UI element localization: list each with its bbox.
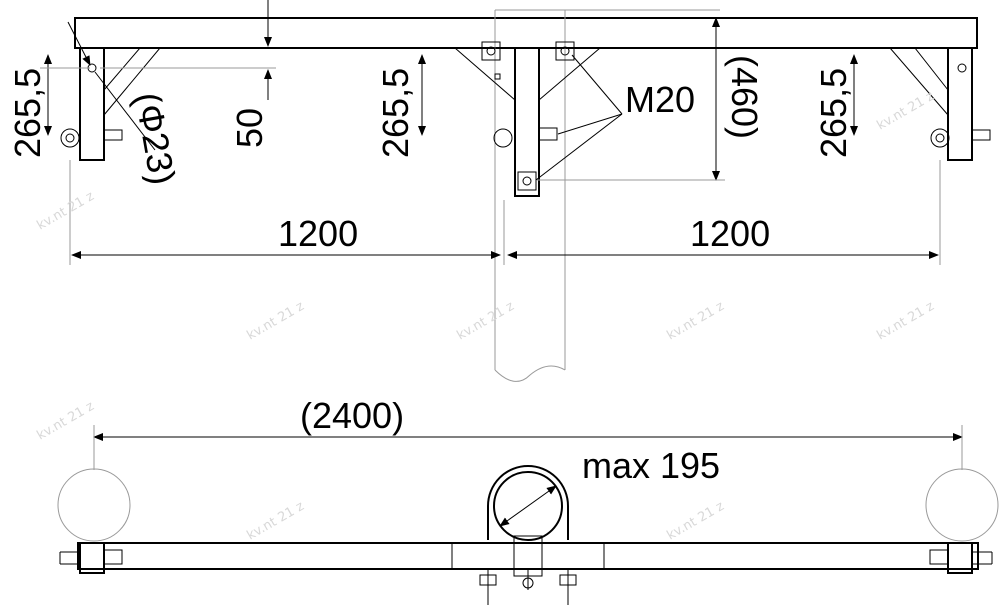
svg-text:kv.nt 21 z: kv.nt 21 z	[875, 299, 937, 344]
dim-mid-265: 265,5	[375, 68, 416, 158]
svg-text:kv.nt 21 z: kv.nt 21 z	[665, 499, 727, 544]
right-conductor	[925, 468, 999, 542]
pole-outline	[494, 9, 720, 382]
svg-text:kv.nt 21 z: kv.nt 21 z	[35, 399, 97, 444]
dimension-lines	[40, 0, 941, 265]
dim-overall-2400: (2400)	[300, 395, 404, 436]
dim-hole-diameter: (Φ23)	[127, 89, 183, 187]
svg-text:kv.nt 21 z: kv.nt 21 z	[35, 189, 97, 234]
dim-left-265: 265,5	[7, 68, 48, 158]
svg-text:kv.nt 21 z: kv.nt 21 z	[245, 499, 307, 544]
svg-text:kv.nt 21 z: kv.nt 21 z	[245, 299, 307, 344]
crossbar-plan	[77, 542, 979, 570]
left-conductor	[57, 468, 131, 542]
crossbar	[74, 17, 978, 49]
dim-span-left: 1200	[278, 213, 358, 254]
u-bolt	[487, 465, 569, 540]
plan-view: (2400) max 195	[57, 395, 999, 605]
svg-text:kv.nt 21 z: kv.nt 21 z	[455, 299, 517, 344]
dim-bolt-m20: M20	[625, 79, 695, 120]
elevation-view: 265,5 (Φ23) 50 265,5 M20 (460) 265,5 120…	[7, 0, 991, 382]
center-clamp	[453, 41, 602, 197]
dim-total-460: (460)	[724, 55, 765, 139]
svg-text:kv.nt 21 z: kv.nt 21 z	[665, 299, 727, 344]
dim-drop-50: 50	[229, 108, 270, 148]
right-bracket	[888, 47, 991, 161]
dim-pole-max: max 195	[582, 445, 720, 486]
left-bracket	[60, 47, 162, 161]
svg-text:kv.nt 21 z: kv.nt 21 z	[875, 89, 937, 134]
dim-span-right: 1200	[690, 213, 770, 254]
dim-right-265: 265,5	[813, 68, 854, 158]
pole-section	[493, 471, 563, 541]
